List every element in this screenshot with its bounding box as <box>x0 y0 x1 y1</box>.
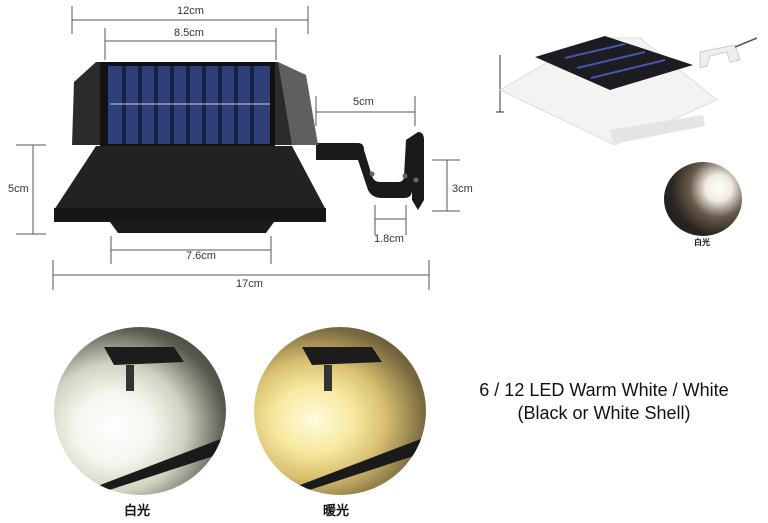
dim-bracket-arm: 5cm <box>353 96 374 108</box>
white-light-caption: 白光 <box>124 504 151 519</box>
dim-total-length: 17cm <box>236 278 263 290</box>
dim-panel-width: 8.5cm <box>174 27 204 39</box>
white-shell-product-image <box>496 36 758 146</box>
dimension-diagram <box>16 6 460 290</box>
description-line-2: (Black or White Shell) <box>517 403 691 423</box>
dim-height: 5cm <box>8 183 29 195</box>
white-light-demo-image <box>54 327 226 495</box>
product-description: 6 / 12 LED Warm White / White (Black or … <box>440 379 768 425</box>
dim-bracket-gap: 1.8cm <box>374 233 404 245</box>
warm-demo-lamp-icon <box>274 347 426 495</box>
dim-base-width: 7.6cm <box>186 250 216 262</box>
white-variant-caption: 白光 <box>694 238 710 247</box>
white-light-thumbnail <box>664 162 742 236</box>
dim-overall-width: 12cm <box>177 5 204 17</box>
description-line-1: 6 / 12 LED Warm White / White <box>479 380 729 400</box>
white-demo-lamp-icon <box>74 347 226 495</box>
dim-bracket-height: 3cm <box>452 183 473 195</box>
warm-light-caption: 暖光 <box>323 504 350 519</box>
warm-light-demo-image <box>254 327 426 495</box>
